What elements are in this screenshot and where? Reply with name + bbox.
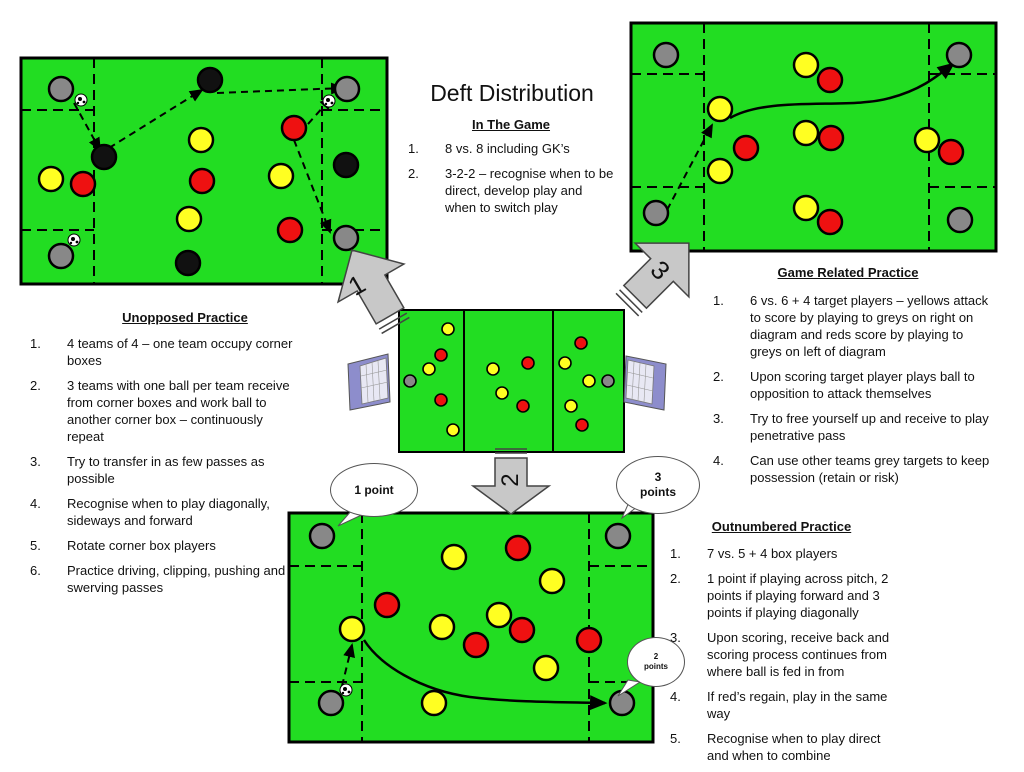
game-related-list: 1.6 vs. 6 + 4 target players – yellows a…	[713, 292, 993, 486]
list-item: 2.1 point if playing across pitch, 2 poi…	[670, 571, 889, 620]
list-item: 6.Practice driving, clipping, pushing an…	[30, 563, 286, 595]
list-item: 4.If red’s regain, play in the same way	[670, 689, 888, 721]
list-item: 3.Try to transfer in as few passes as po…	[30, 454, 265, 486]
one-point-bubble: 1 point	[330, 463, 418, 517]
list-item: 2.3-2-2 – recognise when to be direct, d…	[408, 166, 614, 215]
game-related-section: Game Related Practice 1.6 vs. 6 + 4 targ…	[713, 265, 993, 494]
goal-right-icon	[623, 355, 667, 411]
arrow-2-label: 2	[497, 473, 524, 487]
list-item: 5.Recognise when to play direct and when…	[670, 731, 881, 763]
list-item: 4.Recognise when to play diagonally, sid…	[30, 496, 270, 528]
unopposed-heading: Unopposed Practice	[122, 310, 248, 325]
list-item: 3.Upon scoring, receive back and scoring…	[670, 630, 890, 679]
list-item: 1.7 vs. 5 + 4 box players	[670, 546, 838, 561]
arrow-1-icon	[336, 249, 410, 335]
goal-left-icon	[347, 353, 391, 411]
full-game-pitch	[398, 309, 625, 453]
game-related-pitch	[629, 21, 998, 253]
list-item: 1.6 vs. 6 + 4 target players – yellows a…	[713, 293, 989, 359]
unopposed-section: Unopposed Practice 1.4 teams of 4 – one …	[30, 310, 300, 604]
arrow-3-label: 3	[644, 254, 677, 286]
list-item: 3.Try to free yourself up and receive to…	[713, 411, 989, 443]
bubble-tail	[617, 679, 642, 697]
list-item: 5.Rotate corner box players	[30, 538, 216, 553]
list-item: 2.Upon scoring target player plays ball …	[713, 369, 975, 401]
list-item: 2.3 teams with one ball per team receive…	[30, 378, 290, 444]
game-related-heading: Game Related Practice	[777, 265, 919, 280]
outnumbered-heading: Outnumbered Practice	[711, 519, 852, 534]
in-the-game-list: 1.8 vs. 8 including GK’s 2.3-2-2 – recog…	[408, 140, 614, 216]
in-the-game-heading: In The Game	[471, 117, 551, 132]
page-title: Deft Distribution	[430, 80, 594, 106]
three-points-bubble: 3 points	[616, 456, 700, 514]
two-points-bubble: 2 points	[627, 637, 685, 687]
list-item: 1.8 vs. 8 including GK’s	[408, 141, 570, 156]
in-the-game-section: In The Game 1.8 vs. 8 including GK’s 2.3…	[408, 117, 614, 224]
outnumbered-pitch	[287, 511, 655, 744]
outnumbered-section: Outnumbered Practice 1.7 vs. 5 + 4 box p…	[670, 519, 895, 772]
unopposed-list: 1.4 teams of 4 – one team occupy corner …	[30, 335, 300, 596]
list-item: 1.4 teams of 4 – one team occupy corner …	[30, 336, 293, 368]
list-item: 4.Can use other teams grey targets to ke…	[713, 453, 990, 485]
unopposed-pitch	[19, 56, 389, 286]
arrow-1-label: 1	[342, 268, 371, 302]
outnumbered-list: 1.7 vs. 5 + 4 box players 2.1 point if p…	[670, 545, 895, 764]
